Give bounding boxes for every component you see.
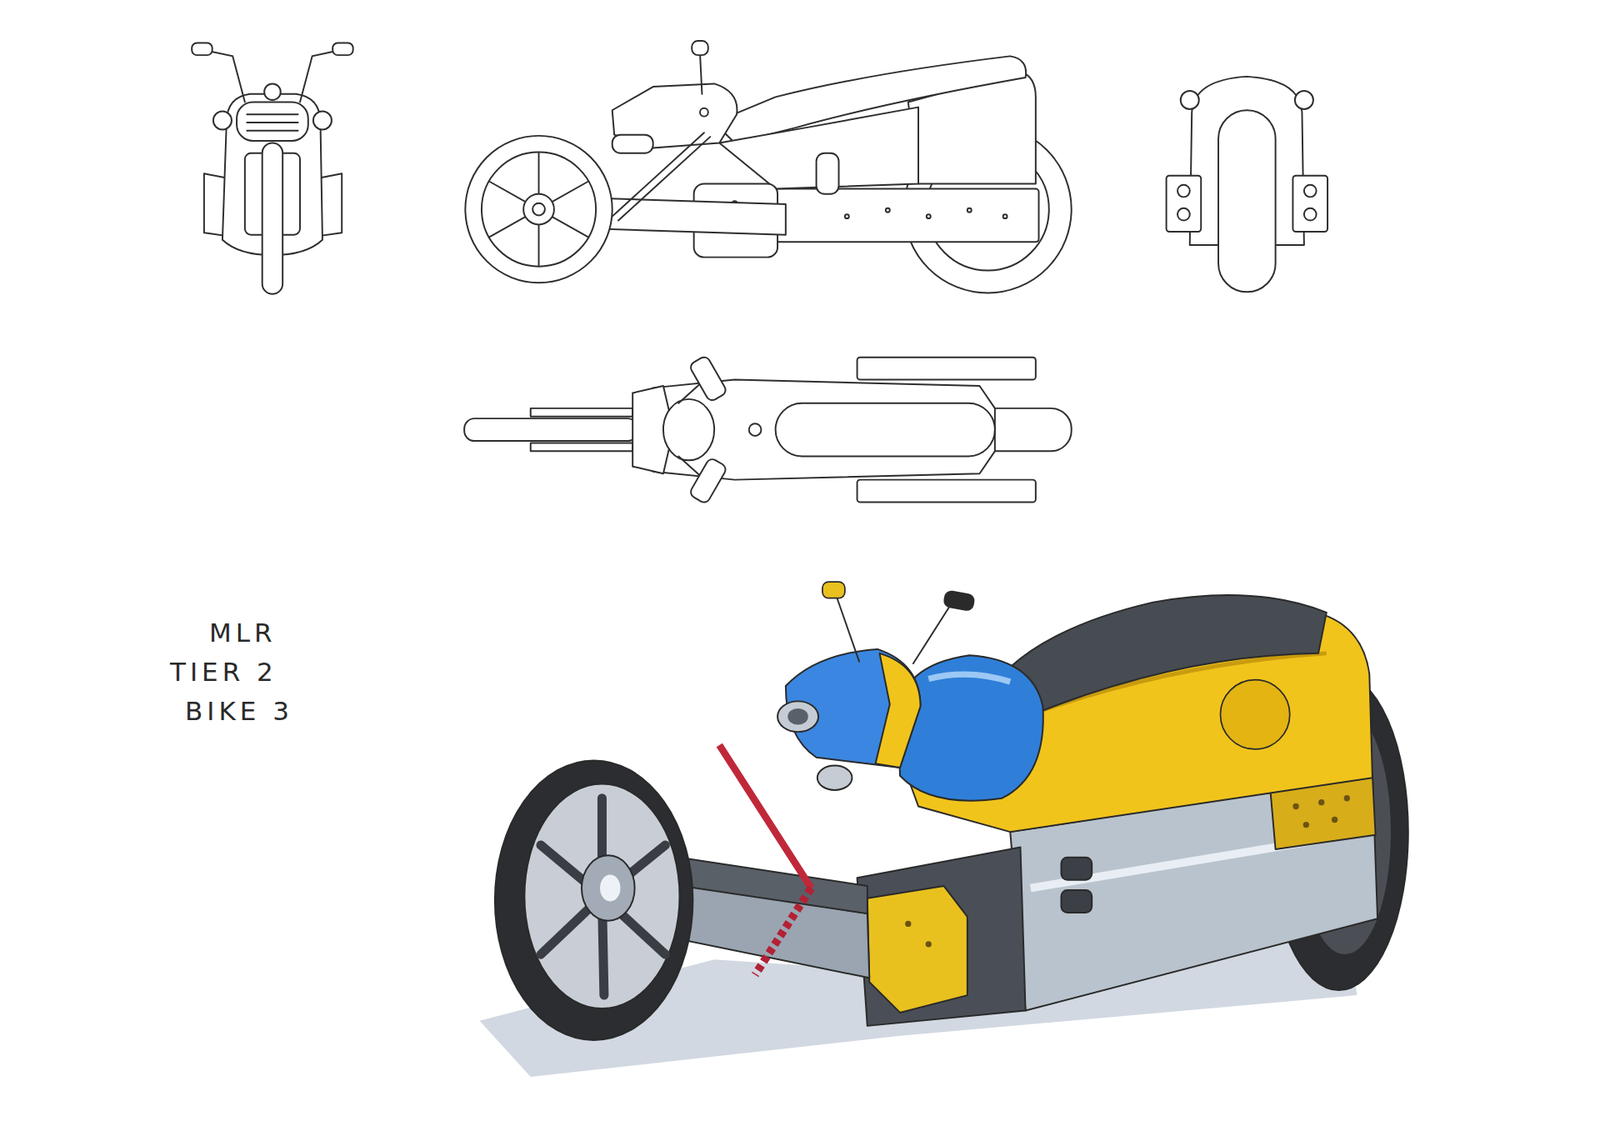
colour-render-part xyxy=(928,674,1010,682)
front-view-part xyxy=(191,42,212,55)
colour-render-part xyxy=(719,745,811,888)
front-view-part xyxy=(209,50,245,102)
top-view-part xyxy=(749,423,762,436)
colour-render-part xyxy=(925,940,932,947)
colour-render-part xyxy=(913,607,950,664)
front-view xyxy=(191,42,353,294)
rear-view-part xyxy=(1166,175,1202,232)
colour-render-part xyxy=(1344,795,1350,801)
front-view-part xyxy=(236,101,309,141)
colour-render-part xyxy=(1331,816,1338,823)
side-view-part xyxy=(775,189,1040,243)
colour-render-part xyxy=(857,847,1026,1026)
side-view-part xyxy=(532,203,545,216)
colour-render-part xyxy=(817,765,853,790)
colour-render-part xyxy=(1303,821,1310,828)
top-view-part xyxy=(857,480,1036,503)
colour-render-part xyxy=(898,655,1044,800)
colour-render-part xyxy=(942,589,976,612)
side-view-part xyxy=(612,132,705,216)
top-view-part xyxy=(688,355,728,403)
rear-view-part xyxy=(1180,90,1200,110)
side-view-part xyxy=(967,208,972,213)
front-view-part xyxy=(313,110,332,130)
top-view xyxy=(464,355,1072,505)
front-view-part xyxy=(264,83,281,100)
side-view-part xyxy=(816,153,840,195)
note-text: MLR xyxy=(209,618,277,647)
top-view-part xyxy=(857,357,1036,380)
colour-render xyxy=(480,581,1409,1077)
side-view-part xyxy=(700,108,709,117)
side-view-part xyxy=(465,135,612,283)
colour-render-part xyxy=(867,885,968,1013)
note-text: TIER 2 xyxy=(170,657,278,686)
colour-render-part xyxy=(905,920,911,927)
side-view-part xyxy=(700,53,702,95)
colour-render-part xyxy=(787,708,808,725)
top-view-part xyxy=(663,399,715,460)
colour-render-part xyxy=(524,784,680,1009)
top-view-part xyxy=(775,403,995,457)
side-view-part xyxy=(845,214,850,219)
top-view-part xyxy=(464,418,638,441)
front-view-part xyxy=(246,113,298,115)
front-view-part xyxy=(246,130,298,132)
front-view-part xyxy=(213,110,232,130)
top-view-part xyxy=(688,456,728,505)
colour-render-part xyxy=(495,760,694,1040)
front-view-part xyxy=(332,42,353,55)
side-view-part xyxy=(481,151,596,266)
side-view-part xyxy=(1003,214,1008,219)
side-view-part xyxy=(618,136,710,220)
colour-render-part xyxy=(1060,857,1092,880)
colour-render-part xyxy=(1060,890,1092,913)
side-view-part xyxy=(612,135,654,154)
side-view-part xyxy=(490,153,589,266)
rear-view-part xyxy=(1177,185,1190,198)
rear-view-part xyxy=(1304,185,1317,198)
top-view-part xyxy=(653,380,995,480)
colour-render-part xyxy=(540,798,665,995)
colour-render-part xyxy=(581,855,635,920)
rear-view-part xyxy=(1177,208,1190,221)
rear-view xyxy=(1166,76,1328,292)
side-view-part xyxy=(691,40,709,55)
top-view-part xyxy=(530,408,633,417)
rear-view-part xyxy=(1304,208,1317,221)
top-view-part xyxy=(530,443,633,452)
rear-view-part xyxy=(1295,90,1314,110)
side-view-part xyxy=(885,208,890,213)
colour-render-part xyxy=(1220,680,1290,750)
colour-render-part xyxy=(1292,803,1299,810)
colour-render-part xyxy=(822,581,845,599)
colour-render-part xyxy=(836,596,860,661)
front-view-part xyxy=(246,121,298,124)
side-view-part xyxy=(926,214,931,219)
colour-render-part xyxy=(755,888,811,975)
front-view-part xyxy=(300,50,336,102)
colour-render-part xyxy=(1318,799,1325,805)
rear-view-part xyxy=(1292,175,1328,232)
note-text: BIKE 3 xyxy=(185,696,294,725)
colour-render-part xyxy=(875,653,921,768)
side-view-part xyxy=(523,194,555,225)
rear-view-part xyxy=(1218,110,1276,292)
front-view-part xyxy=(262,142,283,294)
side-view xyxy=(465,40,1071,294)
colour-render-part xyxy=(1292,795,1350,828)
colour-render-part xyxy=(777,700,819,732)
side-view-part xyxy=(845,208,1008,219)
colour-render-part xyxy=(600,875,620,902)
